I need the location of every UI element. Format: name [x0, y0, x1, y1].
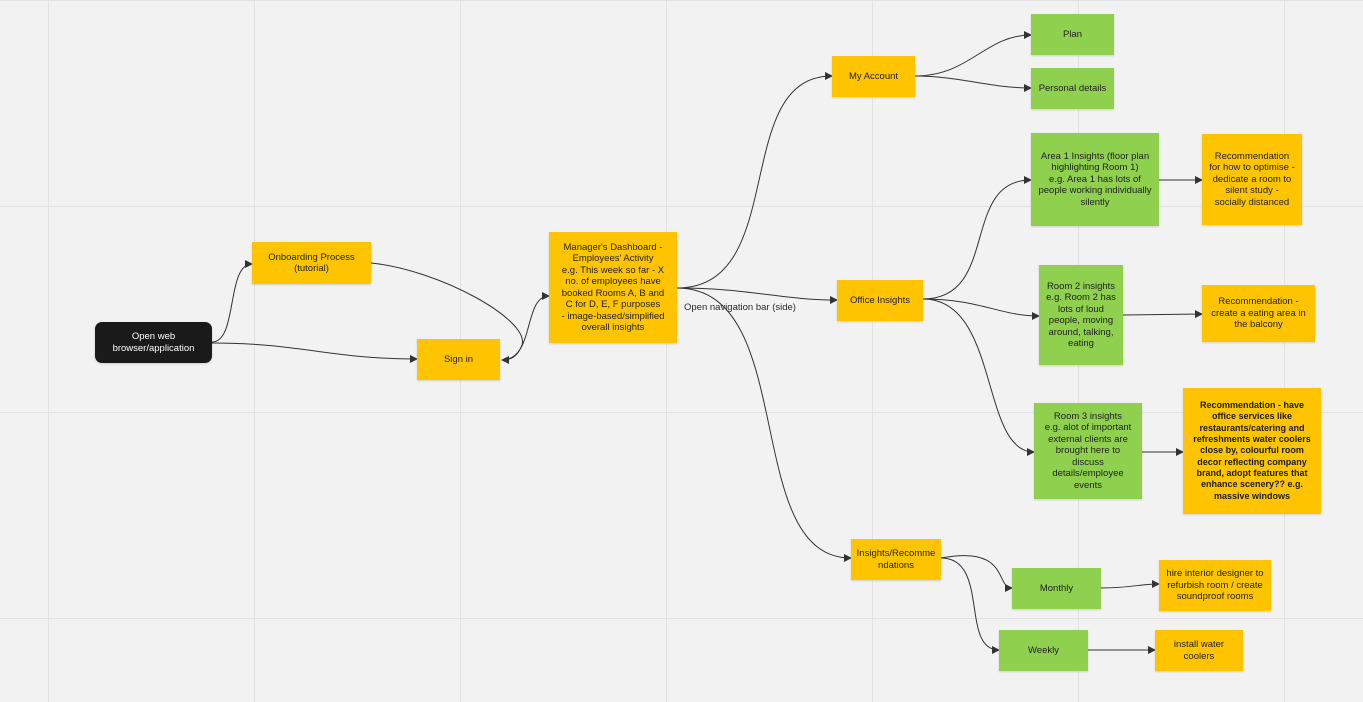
- recommendation-3-node[interactable]: Recommendation - have office services li…: [1183, 388, 1321, 514]
- edge-open-to-onboarding: [211, 260, 253, 343]
- edge-office-to-area1: [922, 176, 1032, 300]
- edge-signin-to-dashboard: [501, 292, 550, 361]
- edge-insightsrecs-to-weekly: [940, 557, 1000, 654]
- edge-monthly-to-rec: [1100, 580, 1160, 589]
- edge-insightsrecs-to-monthly: [940, 555, 1013, 592]
- recommendation-2-node[interactable]: Recommendation - create a eating area in…: [1202, 285, 1315, 342]
- room-3-insights-node[interactable]: Room 3 insights e.g. alot of important e…: [1034, 403, 1142, 499]
- edge-dashboard-to-officeinsights: [676, 287, 838, 304]
- edge-dashboard-to-myaccount: [676, 72, 833, 289]
- recommendation-1-node[interactable]: Recommendation for how to optimise - ded…: [1202, 134, 1302, 225]
- sign-in-node[interactable]: Sign in: [417, 339, 500, 380]
- plan-node[interactable]: Plan: [1031, 14, 1114, 55]
- edge-myaccount-to-personal: [914, 75, 1032, 92]
- edge-office-to-room3: [922, 298, 1035, 456]
- weekly-node[interactable]: Weekly: [999, 630, 1088, 671]
- edge-open-to-signin: [211, 342, 418, 363]
- open-navigation-bar-label: Open navigation bar (side): [684, 302, 796, 313]
- monthly-node[interactable]: Monthly: [1012, 568, 1101, 609]
- edge-room2-to-rec2: [1122, 310, 1203, 319]
- onboarding-process-node[interactable]: Onboarding Process (tutorial): [252, 242, 371, 284]
- edge-myaccount-to-plan: [914, 31, 1032, 77]
- personal-details-node[interactable]: Personal details: [1031, 68, 1114, 109]
- managers-dashboard-node[interactable]: Manager's Dashboard - Employees' Activit…: [549, 232, 677, 343]
- area-1-insights-node[interactable]: Area 1 Insights (floor plan highlighting…: [1031, 133, 1159, 226]
- monthly-recommendation-node[interactable]: hire interior designer to refurbish room…: [1159, 560, 1271, 611]
- edge-dashboard-to-insightsrecs: [676, 287, 852, 562]
- open-web-node[interactable]: Open web browser/application: [95, 322, 212, 363]
- insights-recommendations-node[interactable]: Insights/Recomme ndations: [851, 539, 941, 580]
- office-insights-node[interactable]: Office Insights: [837, 280, 923, 321]
- room-2-insights-node[interactable]: Room 2 insights e.g. Room 2 has lots of …: [1039, 265, 1123, 365]
- weekly-recommendation-node[interactable]: install water coolers: [1155, 630, 1243, 671]
- edge-office-to-room2: [922, 298, 1040, 320]
- my-account-node[interactable]: My Account: [832, 56, 915, 97]
